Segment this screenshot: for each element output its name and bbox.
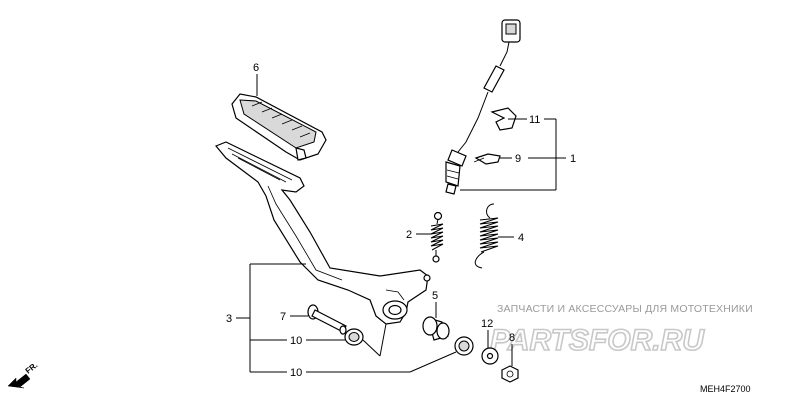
- watermark-caption: ЗАПЧАСТИ И АКСЕССУАРЫ ДЛЯ МОТОТЕХНИКИ: [497, 303, 753, 315]
- callout-1: 1: [570, 153, 576, 165]
- direction-label: FR.: [24, 361, 40, 376]
- part-10-dust-seal-left: [344, 328, 364, 346]
- callout-3: 3: [226, 313, 232, 325]
- part-1-brake-light-switch: [445, 19, 521, 195]
- leader-lines: [236, 74, 566, 373]
- arrow-icon: [7, 373, 31, 389]
- part-5-pivot-bushing: [422, 316, 450, 341]
- callout-labels: 6 11 9 1 2 4 3 7 10 10 5 12 8: [226, 62, 576, 379]
- part-11-clip: [490, 107, 517, 131]
- part-12-washer: [481, 347, 499, 365]
- callout-9: 9: [515, 153, 521, 165]
- callout-5: 5: [432, 290, 438, 302]
- watermark-logo: PARTSFOR.RU: [490, 324, 705, 357]
- callout-6: 6: [253, 62, 259, 74]
- callout-10-upper: 10: [290, 335, 302, 347]
- callout-4: 4: [518, 232, 524, 244]
- part-10-dust-seal-right: [454, 336, 474, 356]
- part-3-brake-pedal: [215, 141, 431, 325]
- callout-11: 11: [529, 114, 540, 126]
- callout-8: 8: [509, 332, 515, 344]
- part-6-footrest-rubber: [231, 93, 327, 161]
- part-2-switch-spring: [430, 211, 444, 263]
- part-9-band: [473, 153, 501, 165]
- callout-2: 2: [406, 229, 412, 241]
- front-direction-arrow: FR.: [7, 361, 40, 389]
- diagram-code: MEH4F2700: [700, 384, 751, 394]
- part-4-return-spring: [474, 203, 499, 269]
- callout-10-lower: 10: [290, 367, 302, 379]
- part-8-nut: [501, 365, 519, 383]
- callout-12: 12: [481, 318, 493, 330]
- part-7-pivot-bolt: [307, 304, 347, 335]
- callout-7: 7: [280, 311, 286, 323]
